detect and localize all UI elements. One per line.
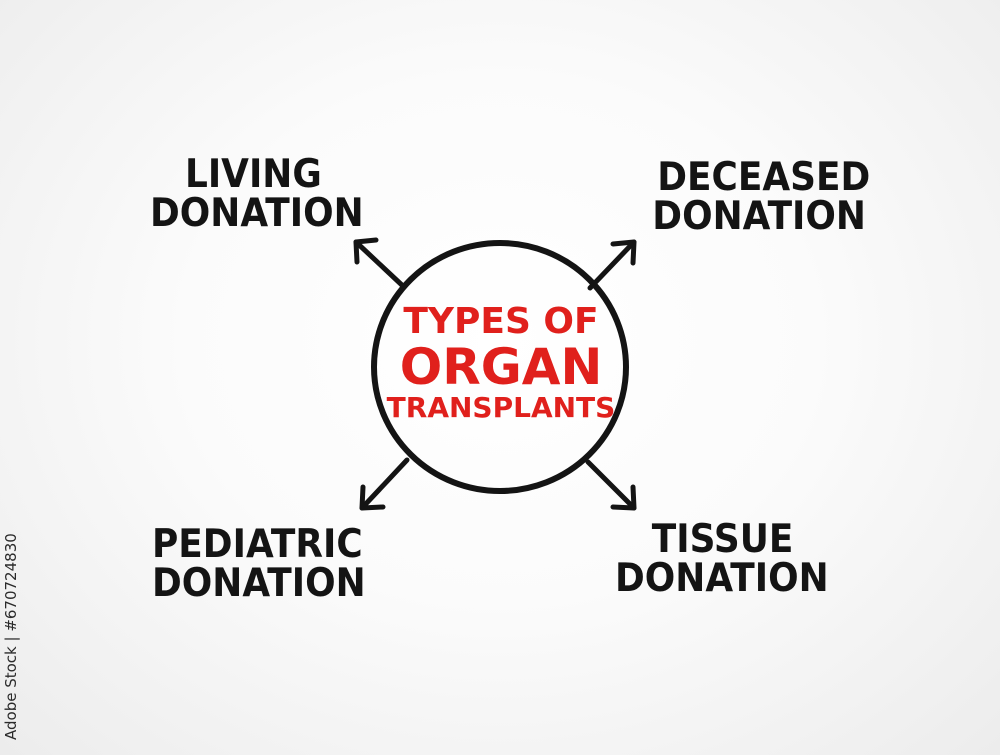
center-circle [371, 240, 629, 494]
node-pediatric-line1: PEDIATRIC [152, 522, 363, 567]
node-tissue-line2: DONATION [615, 556, 829, 601]
center-title-line3: TRANSPLANTS [386, 391, 616, 424]
node-deceased-line1: DECEASED [657, 155, 871, 200]
node-deceased-line2: DONATION [652, 194, 866, 239]
center-title-line1: TYPES OF [403, 301, 599, 342]
arrow-living [353, 237, 407, 290]
arrow-deceased [587, 239, 637, 291]
node-living-line2: DONATION [150, 191, 364, 236]
node-living-donation: LIVING DONATION [150, 155, 364, 233]
node-pediatric-line2: DONATION [152, 561, 366, 606]
node-pediatric-donation: PEDIATRIC DONATION [152, 525, 366, 603]
node-deceased-donation: DECEASED DONATION [648, 158, 870, 236]
arrow-tissue [585, 459, 637, 511]
arrow-pediatric [359, 457, 410, 511]
center-title: TYPES OF ORGAN TRANSPLANTS [378, 304, 624, 422]
node-tissue-donation: TISSUE DONATION [615, 520, 829, 598]
node-tissue-line1: TISSUE [651, 517, 794, 562]
center-title-line2: ORGAN [399, 338, 603, 396]
node-living-line1: LIVING [184, 152, 322, 197]
stock-id-watermark: Adobe Stock | #670724830 [2, 533, 20, 740]
